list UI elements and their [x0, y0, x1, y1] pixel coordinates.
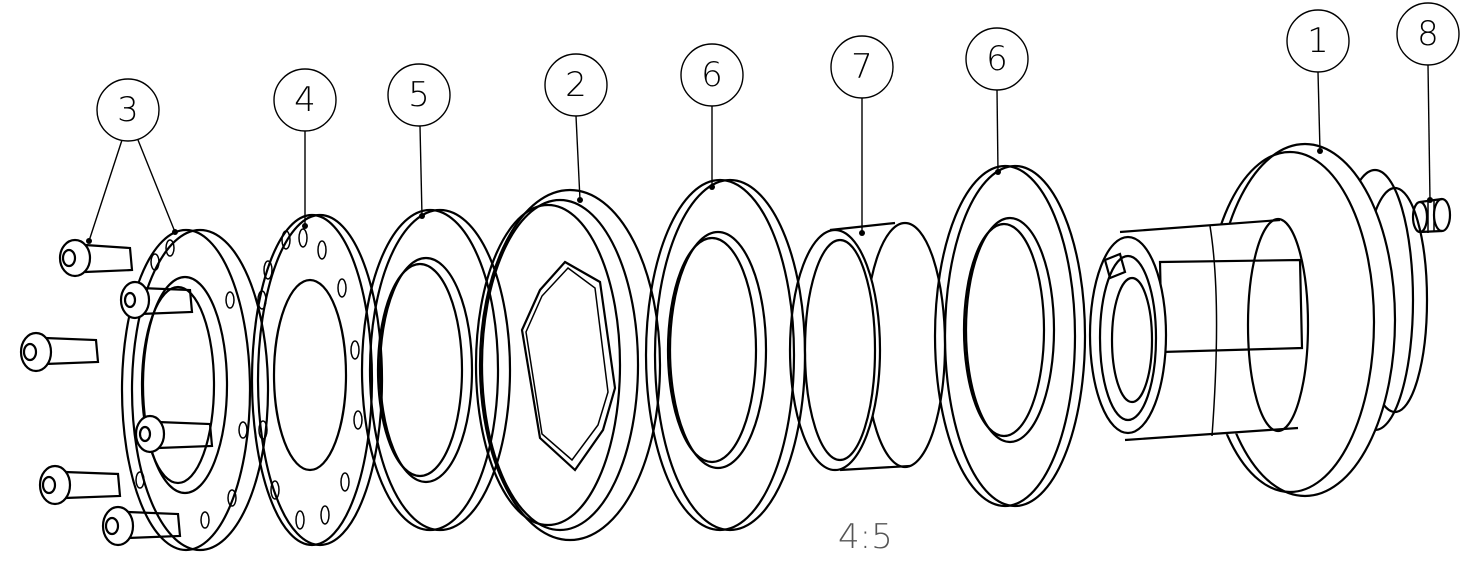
cap-screw-4	[134, 414, 214, 454]
balloon-2-label: 2	[565, 65, 587, 105]
balloon-2: 2	[544, 53, 608, 117]
part-6-washer-middle	[644, 178, 807, 532]
part-4-perforated-disc	[250, 213, 384, 547]
balloon-5: 5	[387, 63, 451, 127]
cap-screw-1	[58, 238, 134, 278]
part-5-washer	[360, 208, 512, 532]
balloon-6-right: 6	[965, 27, 1029, 91]
balloon-3-label: 3	[117, 90, 139, 130]
balloon-5-label: 5	[408, 75, 430, 115]
leader-lines	[88, 64, 1431, 242]
part-3-clamp-ring-with-screws	[19, 228, 270, 552]
part-8-set-screw	[1411, 197, 1452, 234]
balloon-8: 8	[1396, 2, 1460, 66]
cap-screw-2	[119, 280, 194, 320]
balloon-6-middle: 6	[680, 43, 744, 107]
scale-note: 4:5	[838, 517, 893, 557]
balloon-1-label: 1	[1307, 21, 1329, 61]
balloon-6-middle-label: 6	[701, 55, 723, 95]
cap-screw-6	[101, 505, 182, 547]
balloon-8-label: 8	[1417, 14, 1439, 54]
balloon-6-right-label: 6	[986, 39, 1008, 79]
part-2-ring-with-flats	[474, 188, 662, 542]
part-1-flanged-hub	[1088, 142, 1429, 498]
balloon-4: 4	[273, 68, 337, 132]
balloon-7: 7	[830, 35, 894, 99]
balloon-7-label: 7	[851, 47, 873, 87]
part-7-bushing	[788, 221, 947, 472]
balloon-3: 3	[96, 78, 160, 142]
part-6-washer-right	[933, 164, 1087, 508]
cap-screw-3	[19, 331, 100, 373]
balloon-1: 1	[1286, 9, 1350, 73]
cap-screw-5	[38, 464, 122, 506]
balloon-4-label: 4	[294, 80, 316, 120]
